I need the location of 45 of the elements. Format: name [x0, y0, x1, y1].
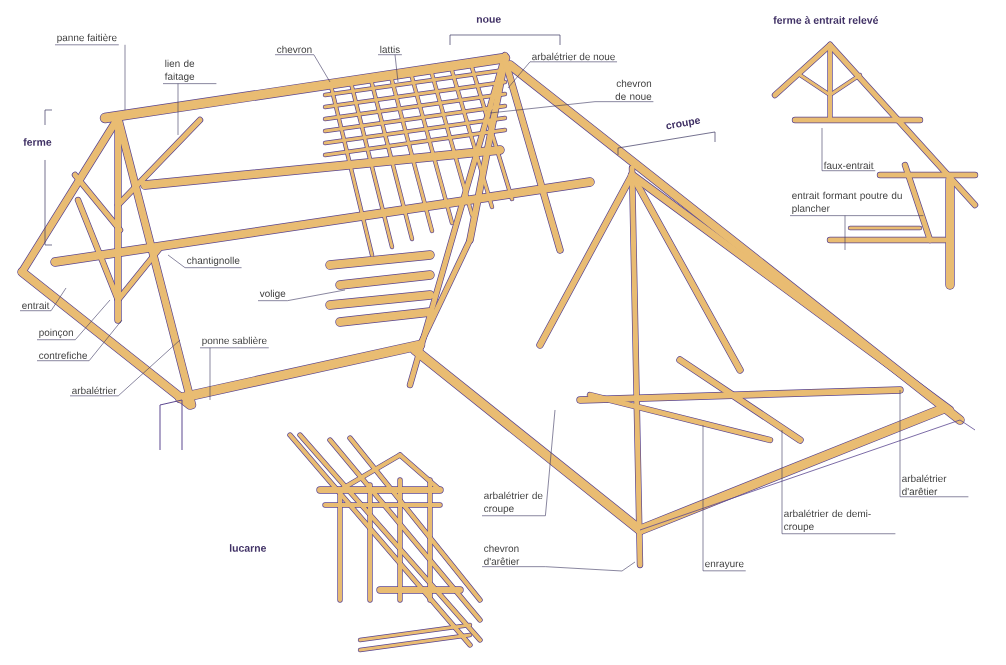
heading-label: lucarne: [229, 544, 267, 552]
leader-line: [209, 347, 211, 401]
part-label: poinçon: [36, 328, 76, 341]
part-label: entrait formant poutre du plancher: [789, 191, 924, 216]
part-label: arbalétrier d'arêtier: [899, 474, 969, 498]
heading-label: ferme: [23, 138, 52, 146]
part-label: panne faitière: [54, 33, 120, 46]
part-label: lattis: [377, 45, 403, 55]
part-label: faux-entrait: [821, 161, 876, 171]
leader-line: [124, 44, 126, 111]
leader-line: [177, 83, 179, 136]
leader-line: [313, 54, 331, 83]
leader-line: [821, 127, 823, 171]
part-label: ponne sablière: [199, 336, 270, 349]
leader-line: [899, 389, 901, 498]
part-label: enrayure: [702, 561, 746, 572]
leader-line: [844, 215, 846, 251]
part-label: chevron de noue: [594, 79, 654, 102]
leader-line: [117, 339, 181, 397]
leader-line: [545, 409, 556, 517]
leader-line: [507, 61, 531, 89]
leader-line: [50, 287, 67, 311]
leader-line: [702, 424, 704, 572]
part-label: arbalétrier de croupe: [481, 491, 546, 517]
heading-label: croupe: [666, 118, 701, 130]
leader-line: [781, 429, 783, 535]
part-label: chantignolle: [184, 256, 242, 268]
part-label: chevron d'arêtier: [481, 544, 546, 567]
part-label: chevron: [274, 45, 315, 55]
part-label: arbalétrier de noue: [529, 52, 618, 63]
leader-line: [88, 319, 123, 361]
leader-line: [489, 101, 596, 114]
part-label: volige: [257, 289, 288, 301]
part-label: entrait: [19, 301, 52, 311]
part-label: contrefiche: [36, 351, 90, 361]
heading-label: noue: [476, 17, 501, 23]
heading-label: ferme à entrait relevé: [773, 16, 879, 24]
leader-line: [167, 254, 186, 268]
leader-line: [75, 299, 111, 341]
leader-line: [545, 561, 636, 572]
part-label: arbalétrier de demi-croupe: [781, 509, 896, 535]
leader-line: [287, 289, 346, 301]
leader-line: [394, 54, 399, 83]
part-label: arbalétrier: [69, 386, 119, 397]
part-label: lien de faitage: [162, 59, 217, 84]
